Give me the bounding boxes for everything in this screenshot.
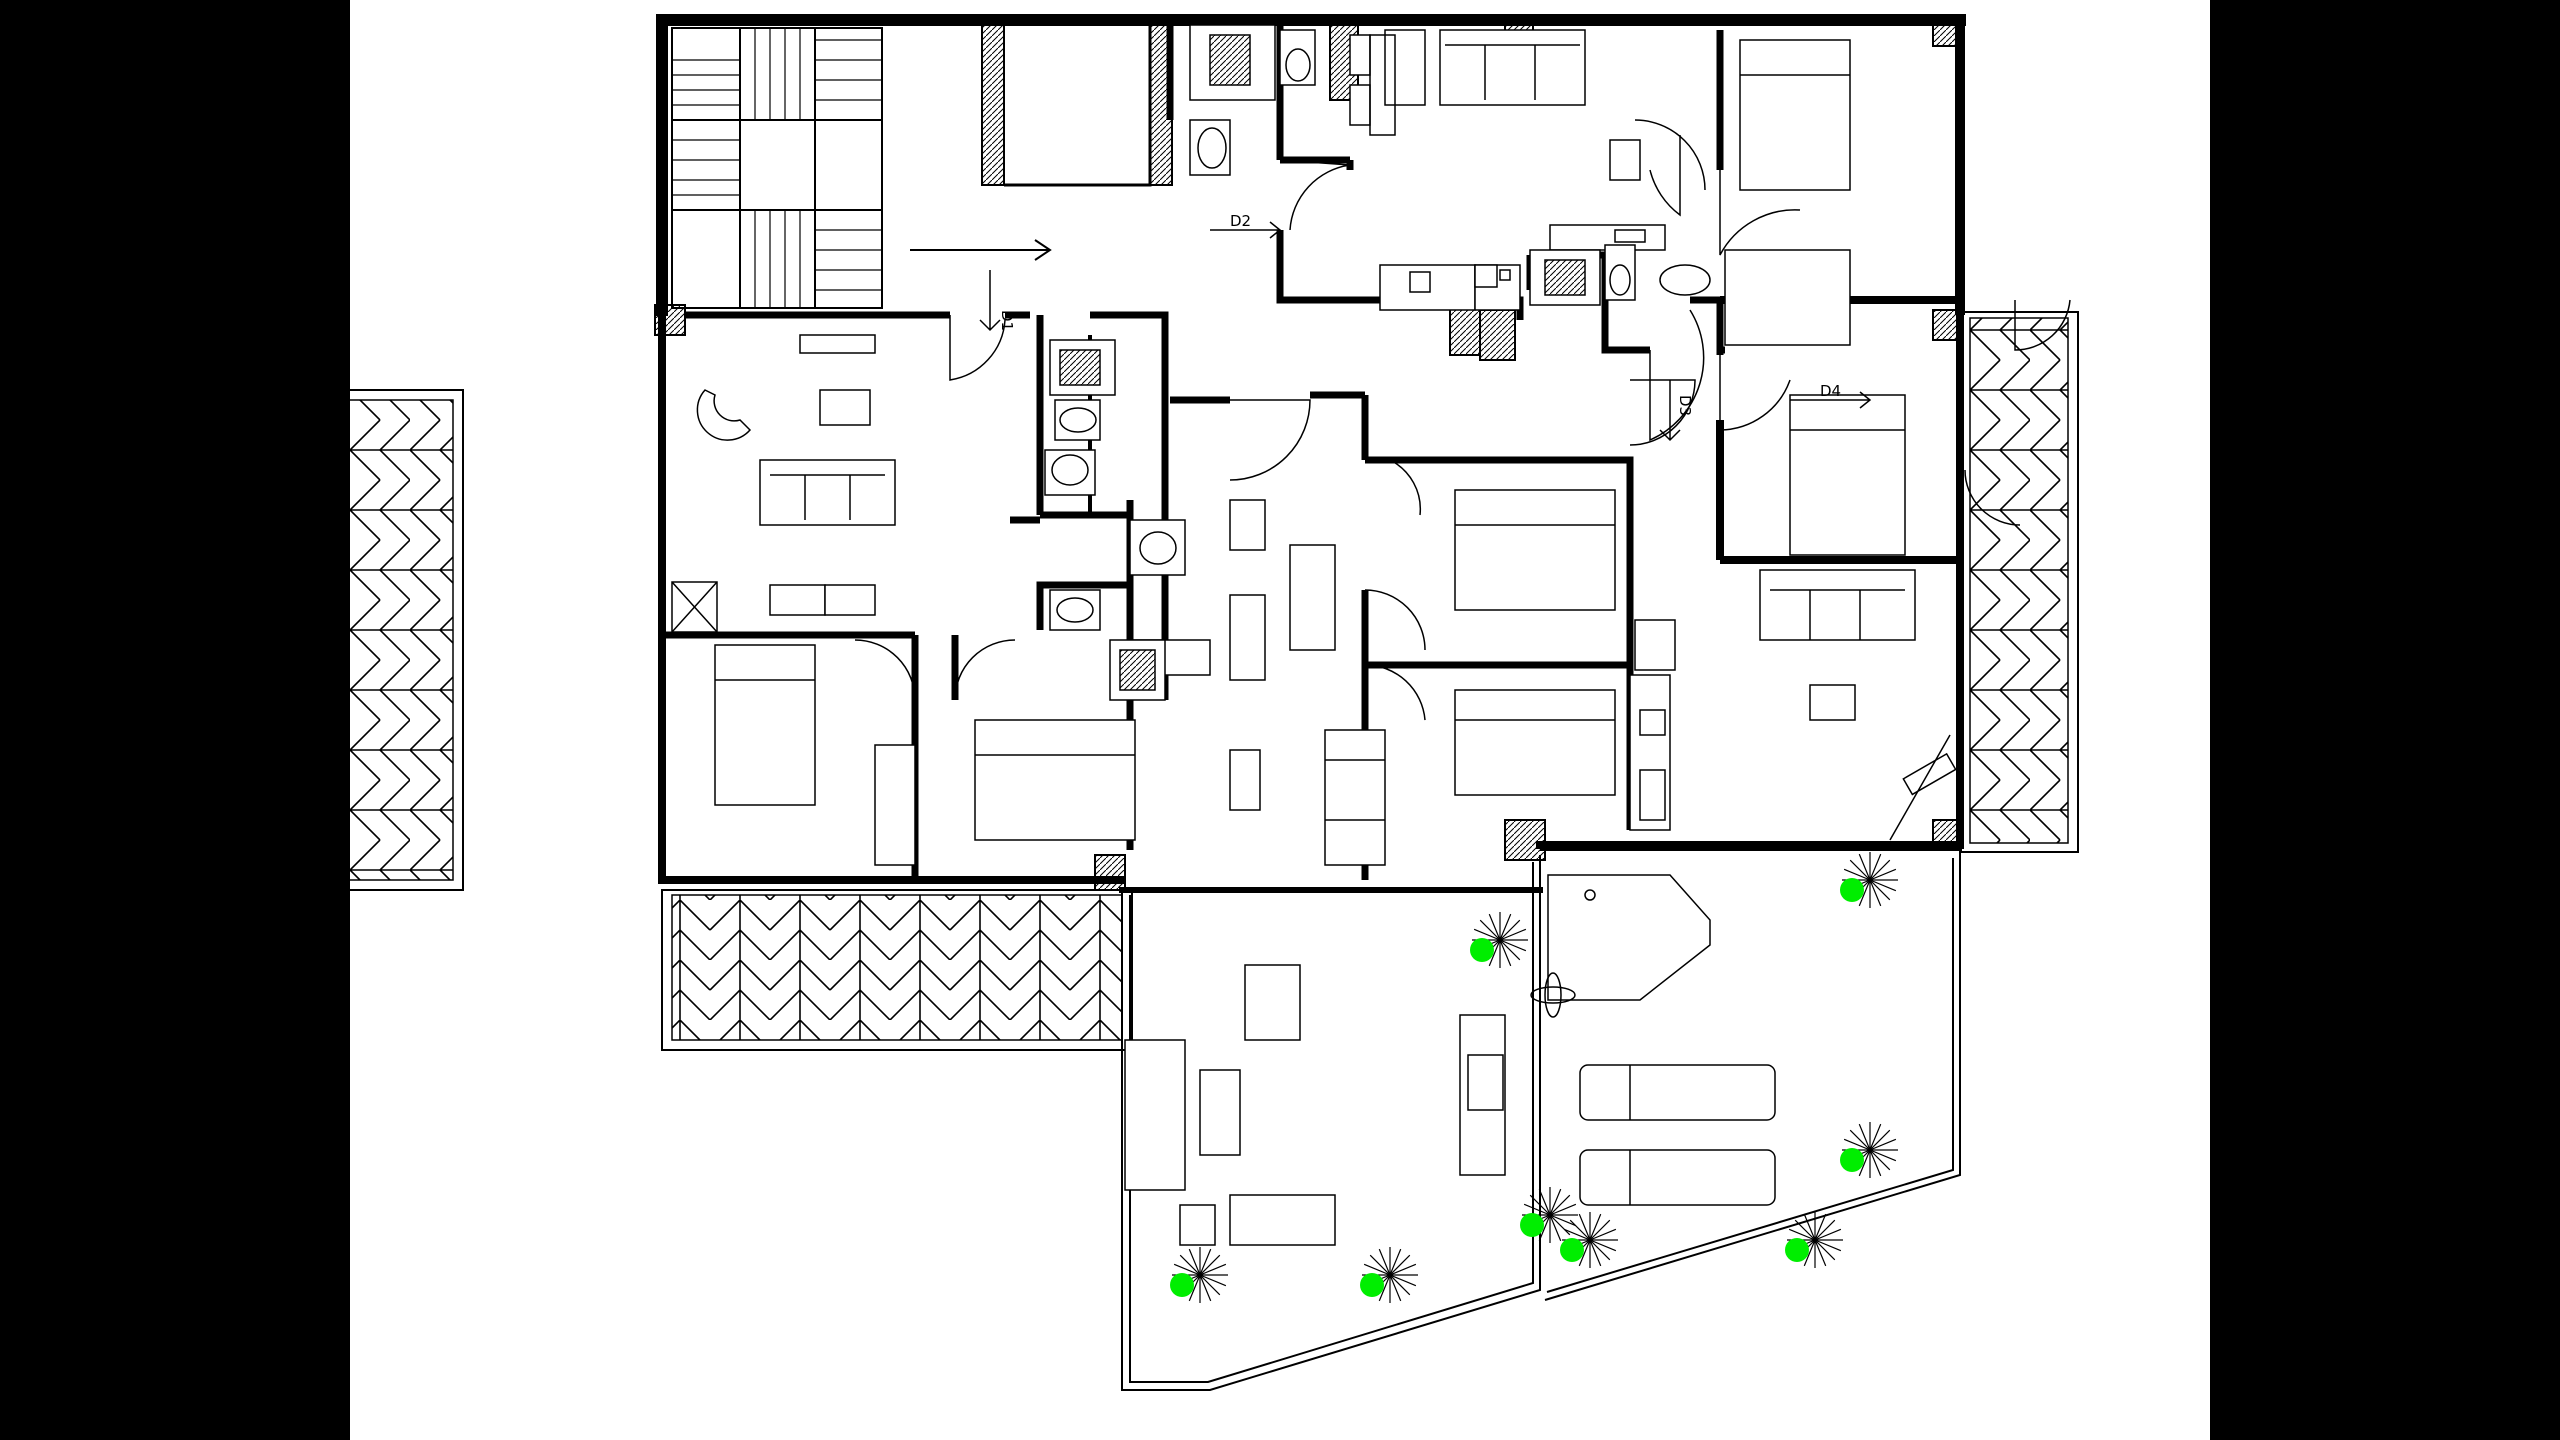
staircase bbox=[671, 27, 883, 309]
svg-text:D2: D2 bbox=[1230, 212, 1251, 230]
svg-text:D3: D3 bbox=[1676, 395, 1694, 416]
bathrooms bbox=[1044, 24, 1711, 701]
svg-text:D4: D4 bbox=[1820, 382, 1841, 400]
west-balcony bbox=[350, 389, 464, 891]
lobby-arrow bbox=[910, 239, 1052, 261]
plant-3 bbox=[1520, 1187, 1578, 1243]
plant-4 bbox=[1840, 1122, 1898, 1178]
lift-shaft bbox=[981, 19, 1173, 187]
drawing-sheet: D1 D2 D3 D4 bbox=[350, 0, 2210, 1440]
south-terrace bbox=[1121, 849, 1961, 1391]
furniture bbox=[671, 29, 1957, 1246]
plant-6 bbox=[1785, 1212, 1843, 1268]
plant-5 bbox=[1560, 1212, 1618, 1268]
door-tag-d3: D3 bbox=[1659, 380, 1694, 442]
east-balcony bbox=[1959, 311, 2079, 853]
plant-2 bbox=[1840, 852, 1898, 908]
floor-plan: D1 D2 D3 D4 bbox=[350, 14, 2079, 1391]
door-tag-d1: D1 bbox=[979, 270, 1016, 331]
plant-7 bbox=[1170, 1247, 1228, 1303]
ceiling-fan bbox=[1530, 972, 1576, 1018]
door-tags: D1 D2 D3 D4 bbox=[979, 212, 1872, 442]
south-west-balcony bbox=[661, 889, 1133, 1051]
svg-text:D1: D1 bbox=[998, 310, 1016, 331]
door-tag-d4: D4 bbox=[1790, 382, 1872, 409]
door-tag-d2: D2 bbox=[1210, 212, 1282, 239]
plant-1 bbox=[1470, 912, 1528, 968]
plants bbox=[1170, 852, 1898, 1303]
outer-walls bbox=[656, 14, 1966, 893]
plant-8 bbox=[1360, 1247, 1418, 1303]
